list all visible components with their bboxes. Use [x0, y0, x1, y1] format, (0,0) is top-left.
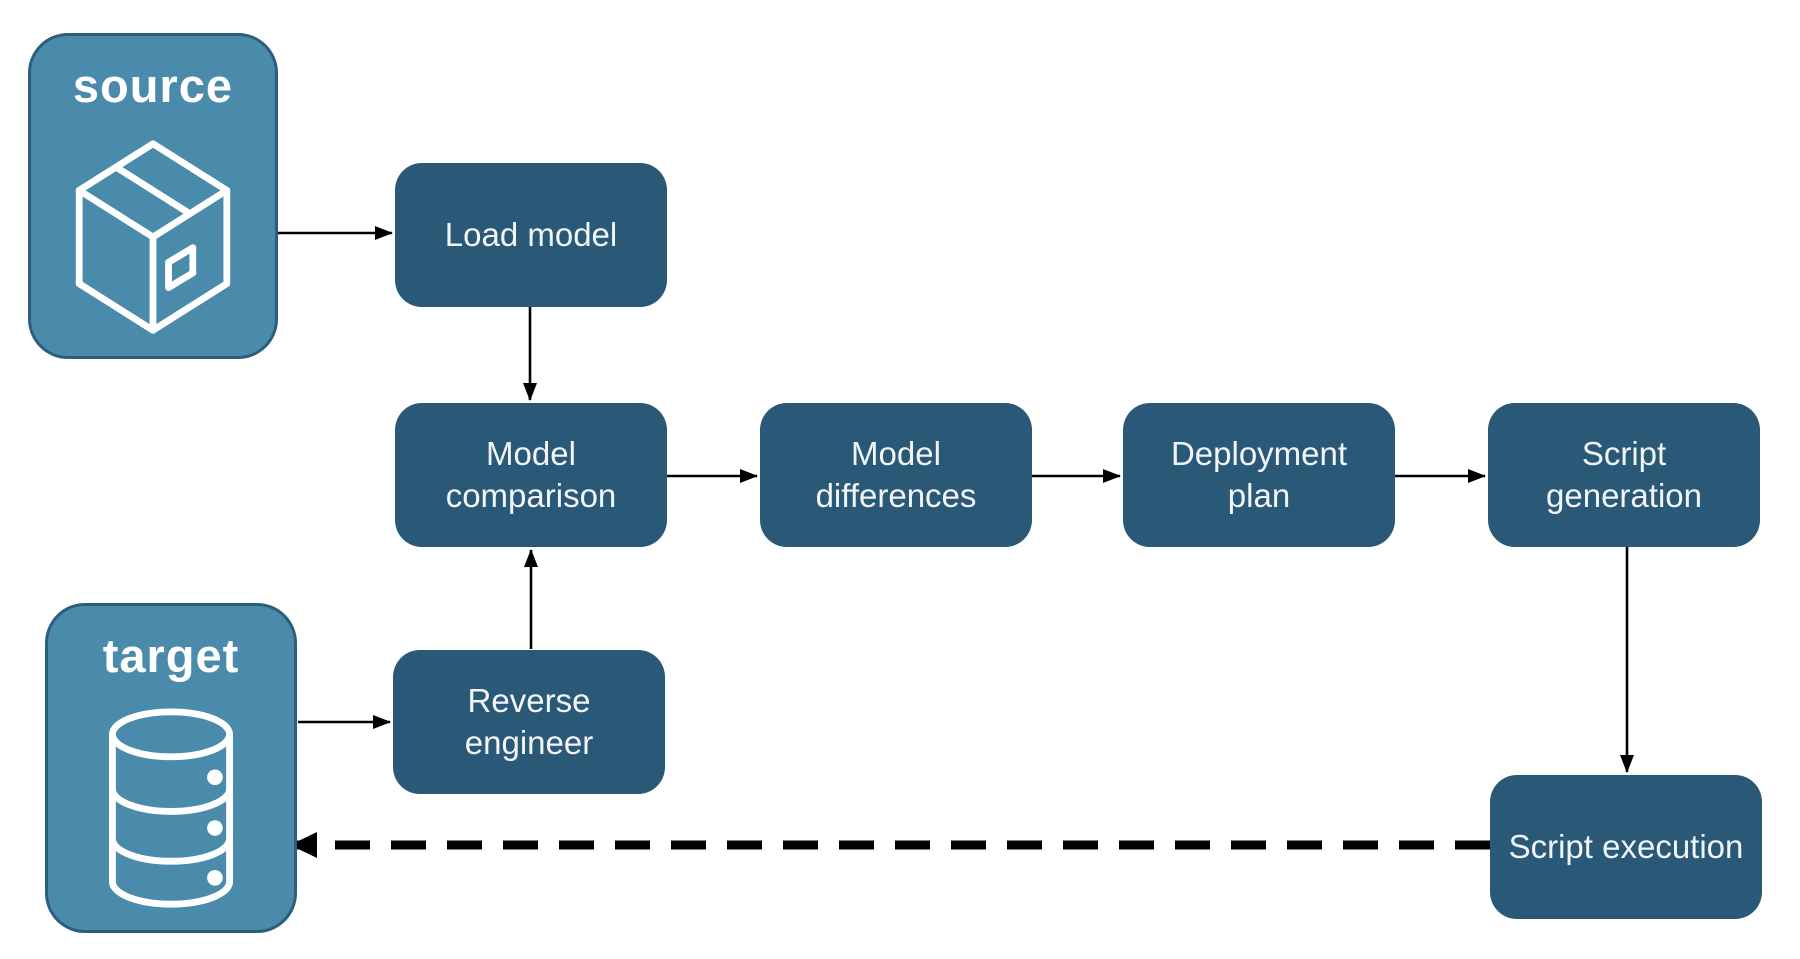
- node-model-differences: Model differences: [760, 403, 1032, 547]
- target-label: target: [102, 629, 240, 682]
- database-icon: [109, 708, 233, 908]
- node-reverse-engineer: Reverse engineer: [393, 650, 665, 794]
- node-model-comparison: Model comparison: [395, 403, 667, 547]
- node-load-model: Load model: [395, 163, 667, 307]
- source-entity: source: [28, 33, 278, 359]
- node-deployment-plan: Deployment plan: [1123, 403, 1395, 547]
- package-box-icon: [75, 140, 231, 334]
- node-script-execution: Script execution: [1490, 775, 1762, 919]
- source-label: source: [72, 59, 234, 112]
- node-script-generation: Script generation: [1488, 403, 1760, 547]
- target-entity: target: [45, 603, 297, 933]
